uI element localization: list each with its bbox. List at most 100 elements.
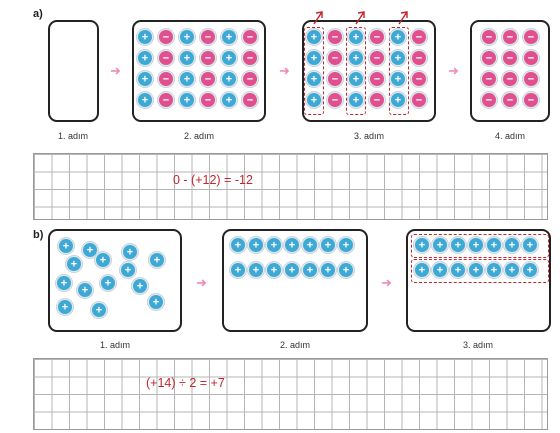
negative-counter-icon: − [501,28,519,46]
svg-text:+: + [353,32,359,44]
svg-text:+: + [343,265,349,277]
svg-text:−: − [374,74,380,86]
positive-counter-icon: + [99,274,117,292]
positive-counter-icon: + [131,277,149,295]
positive-counter-icon: + [65,255,83,273]
negative-counter-icon: − [480,91,498,109]
svg-text:+: + [353,95,359,107]
svg-text:−: − [163,74,169,86]
positive-counter-icon: + [485,261,503,279]
remove-arrow-icon [313,11,323,25]
negative-counter-icon: − [368,49,386,67]
negative-counter-icon: − [522,91,540,109]
step-label-a4: 4. adım [494,131,525,141]
svg-text:+: + [311,95,317,107]
svg-text:−: − [416,74,422,86]
svg-text:+: + [395,74,401,86]
negative-counter-icon: − [410,49,428,67]
negative-counter-icon: − [199,28,217,46]
answer-grid-b[interactable] [33,358,548,430]
svg-text:+: + [184,95,190,107]
negative-counter-icon: − [522,28,540,46]
svg-text:+: + [289,265,295,277]
positive-counter-icon: + [178,28,196,46]
svg-text:+: + [142,95,148,107]
svg-text:+: + [142,74,148,86]
negative-counter-icon: − [157,70,175,88]
svg-text:−: − [507,32,513,44]
svg-text:−: − [416,95,422,107]
negative-counter-icon: − [410,70,428,88]
svg-text:+: + [437,240,443,252]
negative-counter-icon: − [480,70,498,88]
svg-text:+: + [455,265,461,277]
positive-counter-icon: + [220,70,238,88]
group-highlight [411,259,549,283]
positive-counter-icon: + [301,236,319,254]
negative-counter-icon: − [368,28,386,46]
positive-counter-icon: + [413,236,431,254]
positive-counter-icon: + [319,236,337,254]
positive-counter-icon: + [136,49,154,67]
step-label-b3: 3. adım [462,340,493,350]
remove-arrow-icon [398,11,408,25]
svg-text:−: − [332,53,338,65]
positive-counter-icon: + [503,261,521,279]
svg-text:+: + [491,240,497,252]
negative-counter-icon: − [522,70,540,88]
positive-counter-icon: + [94,251,112,269]
negative-counter-icon: − [501,91,519,109]
svg-text:+: + [491,265,497,277]
negative-counter-icon: − [241,91,259,109]
svg-text:+: + [226,32,232,44]
svg-text:+: + [62,302,68,314]
positive-counter-icon: + [521,261,539,279]
svg-text:+: + [271,265,277,277]
svg-text:−: − [332,95,338,107]
positive-counter-icon: + [178,70,196,88]
svg-text:+: + [527,240,533,252]
svg-text:+: + [289,240,295,252]
negative-counter-icon: − [368,70,386,88]
svg-text:−: − [416,53,422,65]
positive-counter-icon: + [347,49,365,67]
svg-text:+: + [226,53,232,65]
svg-text:−: − [163,95,169,107]
answer-grid-a[interactable] [33,153,548,220]
positive-counter-icon: + [389,70,407,88]
removed-column-highlight [304,27,324,115]
svg-text:+: + [61,278,67,290]
positive-counter-icon: + [305,70,323,88]
negative-counter-icon: − [199,91,217,109]
negative-counter-icon: − [157,49,175,67]
positive-counter-icon: + [347,91,365,109]
step-label-a1: 1. adım [57,131,88,141]
negative-counter-icon: − [368,91,386,109]
svg-text:−: − [507,74,513,86]
svg-text:+: + [235,240,241,252]
svg-text:+: + [125,265,131,277]
svg-text:+: + [235,265,241,277]
positive-counter-icon: + [449,236,467,254]
svg-text:−: − [486,32,492,44]
svg-text:+: + [142,53,148,65]
svg-text:+: + [455,240,461,252]
svg-text:+: + [137,281,143,293]
svg-text:−: − [507,53,513,65]
svg-text:+: + [87,245,93,257]
positive-counter-icon: + [119,261,137,279]
positive-counter-icon: + [178,49,196,67]
svg-text:+: + [82,285,88,297]
removed-column-highlight [346,27,366,115]
svg-text:−: − [507,95,513,107]
svg-text:−: − [247,53,253,65]
negative-counter-icon: − [326,49,344,67]
positive-counter-icon: + [229,236,247,254]
negative-counter-icon: − [199,70,217,88]
svg-text:−: − [486,74,492,86]
negative-counter-icon: − [157,28,175,46]
svg-text:+: + [127,247,133,259]
positive-counter-icon: + [283,236,301,254]
svg-text:+: + [311,53,317,65]
answer-text-a: 0 - (+12) = -12 [173,173,253,187]
